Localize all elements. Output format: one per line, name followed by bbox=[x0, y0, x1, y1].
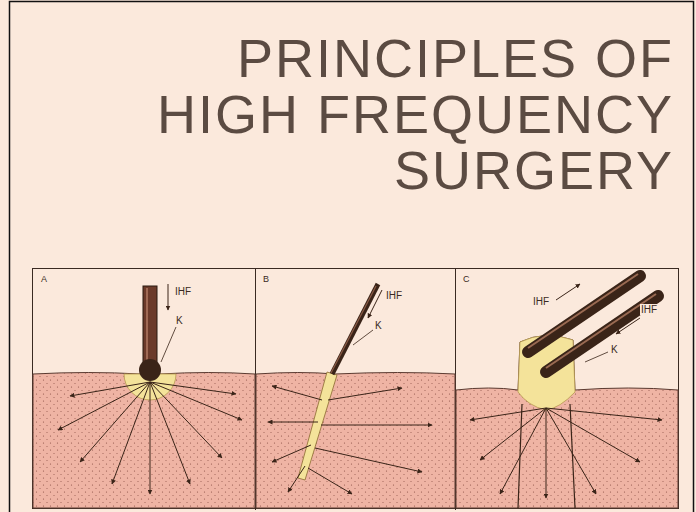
current-ray bbox=[272, 386, 322, 400]
outer-frame bbox=[10, 2, 694, 512]
current-arrow bbox=[616, 318, 640, 334]
panel-letter: A bbox=[40, 274, 48, 285]
current-ray bbox=[470, 408, 546, 420]
current-ray bbox=[546, 408, 596, 494]
leader-line bbox=[353, 330, 373, 345]
electrode-label: K bbox=[610, 344, 619, 355]
panel-b-tissue bbox=[256, 373, 455, 509]
current-arrow bbox=[368, 290, 382, 318]
current-ray bbox=[546, 408, 547, 498]
ball-electrode bbox=[139, 286, 161, 381]
bipolar-forceps bbox=[528, 274, 658, 372]
current-ray bbox=[321, 425, 432, 426]
current-ray bbox=[546, 408, 662, 420]
panel-a-tissue bbox=[33, 373, 255, 509]
current-ray bbox=[328, 388, 402, 400]
leader-line bbox=[161, 327, 176, 362]
current-ray bbox=[272, 445, 311, 462]
current-ray bbox=[315, 448, 422, 472]
electrode-label: K bbox=[175, 315, 184, 326]
current-ray bbox=[58, 382, 150, 430]
current-ray bbox=[150, 382, 151, 494]
current-arrow bbox=[168, 284, 169, 310]
current-ray bbox=[308, 468, 352, 494]
panel-letter: C bbox=[462, 274, 471, 285]
current-label: IHF bbox=[640, 304, 658, 315]
current-ray bbox=[70, 382, 150, 396]
title: PRINCIPLES OF HIGH FREQUENCY SURGERY bbox=[114, 30, 674, 198]
current-ray bbox=[150, 382, 236, 394]
current-ray bbox=[112, 382, 150, 484]
current-ray bbox=[268, 422, 318, 423]
current-ray bbox=[500, 408, 546, 494]
panel-frame bbox=[33, 268, 679, 510]
electrode-label: K bbox=[374, 320, 383, 331]
current-arrow bbox=[556, 284, 580, 300]
current-ray bbox=[150, 382, 242, 420]
needle-electrode bbox=[298, 284, 378, 480]
current-label: IHF bbox=[532, 296, 550, 307]
current-ray bbox=[80, 382, 150, 462]
current-ray bbox=[150, 382, 190, 484]
current-label: IHF bbox=[174, 286, 192, 297]
current-ray bbox=[480, 408, 546, 460]
leader-line bbox=[585, 352, 608, 362]
panel-letter: B bbox=[262, 274, 270, 285]
current-ray bbox=[150, 382, 222, 458]
current-rays bbox=[58, 382, 662, 498]
current-label: IHF bbox=[385, 290, 403, 301]
current-ray bbox=[288, 466, 305, 492]
